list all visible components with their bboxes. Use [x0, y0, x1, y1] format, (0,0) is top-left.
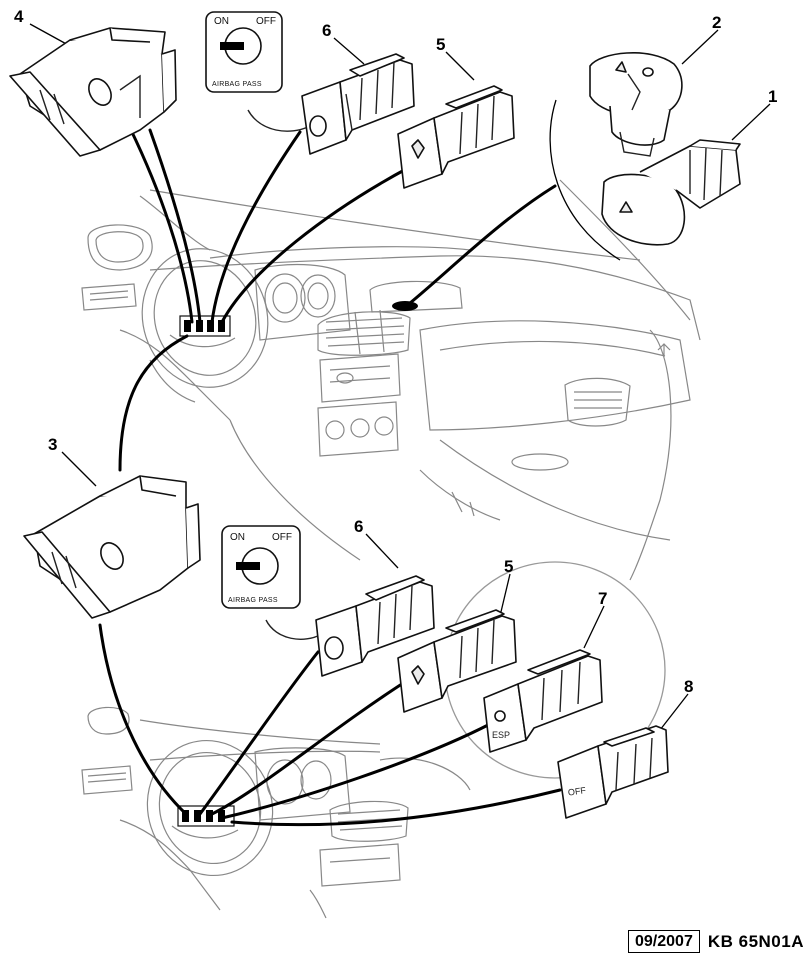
part-1-hazard-switch — [601, 139, 741, 246]
footer-reference: 09/2007 KB 65N01A — [628, 930, 804, 953]
part-2-switch — [589, 52, 683, 157]
callout-6-top: 6 — [322, 21, 331, 40]
knob-top-on-label: ON — [214, 16, 229, 27]
part-4-connector — [9, 27, 177, 157]
dashboard-illustration-bottom — [81, 706, 471, 919]
footer-code: KB 65N01A — [707, 931, 804, 951]
knob-top-sub-label: AIRBAG PASS — [212, 81, 262, 88]
knob-bottom-sub-label: AIRBAG PASS — [228, 597, 278, 604]
callout-7: 7 — [598, 589, 607, 608]
callout-3: 3 — [48, 435, 57, 454]
callout-8: 8 — [684, 677, 693, 696]
esp-label: ESP — [492, 730, 510, 740]
airbag-key-switch-top: ON OFF AIRBAG PASS — [205, 11, 311, 132]
part-6-switch-bottom — [315, 575, 435, 677]
part-5-switch-top — [397, 85, 515, 189]
callout-leaders — [29, 23, 771, 731]
part-6-switch-top — [301, 53, 415, 155]
part-3-connector — [23, 475, 201, 619]
part-7-esp-switch: ESP — [483, 649, 603, 753]
connector-lines — [98, 126, 562, 827]
dashboard-illustration-top — [81, 179, 701, 581]
footer-date: 09/2007 — [628, 930, 700, 953]
knob-bottom-on-label: ON — [230, 532, 245, 543]
callout-numbers: 4 6 5 2 1 3 6 5 7 8 — [14, 7, 777, 696]
knob-top-off-label: OFF — [256, 16, 276, 27]
part-5-switch-bottom — [397, 609, 517, 713]
callout-6-bottom: 6 — [354, 517, 363, 536]
airbag-key-switch-bottom: ON OFF AIRBAG PASS — [221, 525, 323, 640]
callout-1: 1 — [768, 87, 777, 106]
knob-bottom-off-label: OFF — [272, 532, 292, 543]
callout-4: 4 — [14, 7, 24, 26]
callout-5-bottom: 5 — [504, 557, 513, 576]
part-8-label: OFF — [567, 785, 587, 797]
callout-2: 2 — [712, 13, 721, 32]
part-8-switch: OFF — [557, 725, 669, 819]
callout-5-top: 5 — [436, 35, 445, 54]
